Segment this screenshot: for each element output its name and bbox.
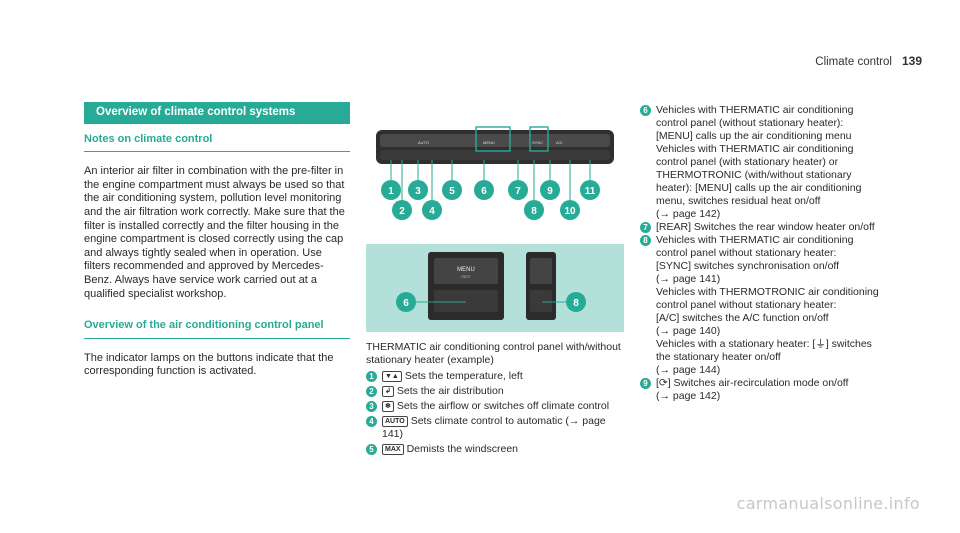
item-number: 8 [640, 235, 651, 246]
callout-label-6: 6 [481, 186, 487, 197]
item-number: 4 [366, 416, 377, 427]
callout-label-9: 9 [547, 186, 553, 197]
item-number: 6 [640, 105, 651, 116]
detail-callout-8 [566, 292, 586, 312]
watermark: carmanualsonline.info [736, 494, 920, 513]
caption-item: 2 ↲Sets the air distribution [366, 385, 628, 398]
item-number: 1 [366, 371, 377, 382]
item-line: [A/C] switches the A/C function on/off [656, 312, 829, 324]
item-line: (→ page 142) [656, 390, 721, 402]
item-number: 2 [366, 386, 377, 397]
callout-11 [580, 180, 600, 200]
item-line: (→ page 141) [656, 273, 721, 285]
page-number: 139 [901, 54, 922, 68]
callout-label-4: 4 [429, 206, 435, 217]
callout-label-2: 2 [399, 206, 405, 217]
temperature-icon: ▼▲ [382, 370, 402, 382]
detail-callout-6 [396, 292, 416, 312]
section-title: Overview of climate control systems [84, 102, 350, 124]
right-item-7: 7 [REAR] Switches the rear window heater… [640, 221, 880, 234]
right-item-9: 9 [⟳] Switches air-recirculation mode on… [640, 377, 880, 403]
caption-item: 3 ❄Sets the airflow or switches off clim… [366, 400, 628, 413]
item-line: Vehicles with a stationary heater: [⏚] s… [656, 338, 872, 363]
detail-callout-label-6: 6 [403, 298, 409, 309]
detail-callout-label-8: 8 [573, 298, 579, 309]
callout-6 [474, 180, 494, 200]
item-line: Vehicles with THERMATIC air conditioning… [656, 104, 854, 129]
callout-label-1: 1 [388, 186, 394, 197]
highlight-menu [475, 126, 511, 152]
control-panel-figure: AUTO MENU SYNC A/C [366, 102, 624, 332]
panel-illustration: AUTO MENU SYNC A/C [376, 126, 614, 220]
item-number: 5 [366, 444, 377, 455]
callout-9 [540, 180, 560, 200]
callout-8 [524, 200, 544, 220]
air-distribution-icon: ↲ [382, 385, 394, 397]
item-number: 9 [640, 378, 651, 389]
panel-label-ac: A/C [556, 140, 563, 145]
page-header: Climate control 139 [815, 54, 922, 68]
right-item-8: 8 Vehicles with THERMATIC air conditioni… [640, 234, 880, 377]
notes-text: An interior air filter in combination wi… [84, 165, 345, 300]
notes-heading: Notes on climate control [84, 133, 350, 153]
callout-label-10: 10 [564, 206, 576, 217]
callout-3 [408, 180, 428, 200]
item-line: [REAR] Switches the rear window heater o… [656, 221, 875, 233]
item-line: (→ page 142) [656, 208, 721, 220]
panel-label-auto: AUTO [418, 140, 429, 145]
item-line: (→ page 140) [656, 325, 721, 337]
item-line: [⟳] Switches air-recirculation mode on/o… [656, 377, 849, 389]
item-text: Sets the airflow or switches off climate… [396, 400, 610, 412]
callout-label-5: 5 [449, 186, 455, 197]
overview-text: The indicator lamps on the buttons indic… [84, 351, 334, 378]
caption-item: 1 ▼▲Sets the temperature, left [366, 370, 628, 383]
callout-10 [560, 200, 580, 220]
detail-rest-label: REST [461, 275, 471, 279]
overview-heading: Overview of the air conditioning control… [84, 319, 350, 339]
right-column: 6 Vehicles with THERMATIC air conditioni… [640, 104, 880, 403]
item-text: Demists the windscreen [406, 443, 519, 455]
callout-7 [508, 180, 528, 200]
item-number: 3 [366, 401, 377, 412]
item-line: [SYNC] switches synchronisation on/off [656, 260, 840, 272]
airflow-icon: ❄ [382, 400, 394, 412]
panel-label-sync: SYNC [532, 140, 543, 145]
panel-overview-image: AUTO MENU SYNC A/C [366, 102, 624, 245]
callout-4 [422, 200, 442, 220]
callout-2 [392, 200, 412, 220]
item-line: Vehicles with THERMATIC air conditioning… [656, 143, 862, 207]
item-text: Sets climate control to automatic (→ pag… [382, 415, 606, 440]
panel-detail-image: MENU REST 6 8 [366, 244, 624, 332]
header-title: Climate control [815, 56, 892, 68]
item-line: Vehicles with THERMOTRONIC air condition… [656, 286, 879, 311]
highlight-sync [529, 126, 549, 152]
defrost-max-icon: MAX [382, 443, 404, 455]
item-text: Sets the air distribution [396, 385, 504, 397]
callout-1 [381, 180, 401, 200]
item-text: Sets the temperature, left [404, 370, 523, 382]
callout-label-8: 8 [531, 206, 537, 217]
detail-illustration: MENU REST 6 8 [396, 252, 586, 320]
callout-label-3: 3 [415, 186, 421, 197]
item-number: 7 [640, 222, 651, 233]
callout-label-11: 11 [585, 186, 596, 197]
figure-caption: THERMATIC air conditioning control panel… [366, 341, 628, 456]
detail-menu-label: MENU [457, 267, 475, 273]
panel-label-menu: MENU [483, 140, 495, 145]
callout-5 [442, 180, 462, 200]
right-item-6: 6 Vehicles with THERMATIC air conditioni… [640, 104, 880, 221]
callout-label-7: 7 [515, 186, 521, 197]
caption-title: THERMATIC air conditioning control panel… [366, 341, 621, 366]
item-line: (→ page 144) [656, 364, 721, 376]
item-line: [MENU] calls up the air conditioning men… [656, 130, 852, 142]
auto-icon: AUTO [382, 415, 408, 427]
left-column: Overview of climate control systems Note… [84, 102, 350, 379]
item-line: Vehicles with THERMATIC air conditioning… [656, 234, 854, 259]
